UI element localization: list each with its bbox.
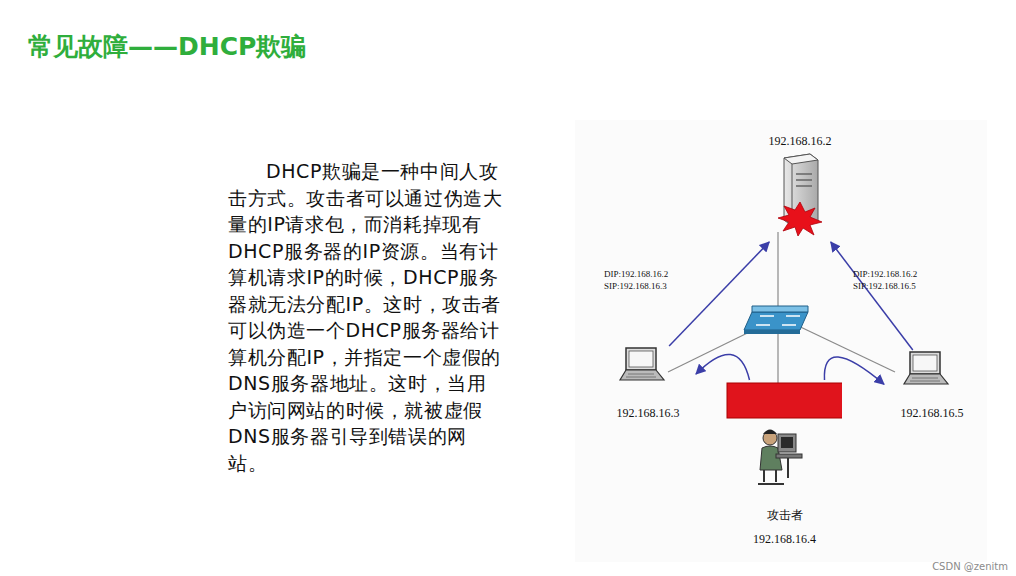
diagram-panel [575, 120, 987, 562]
switch-wires [668, 232, 895, 383]
role-label: 攻击者 [722, 507, 847, 524]
packet-arrow [669, 242, 769, 346]
packet-label: DIP:192.168.16.2 SIP:192.168.16.5 [853, 268, 935, 292]
server-node: 192.168.16.2 [745, 130, 855, 242]
ip-label: 192.168.16.3 [600, 406, 696, 421]
packet-arrow [696, 354, 750, 380]
slide-title: 常见故障——DHCP欺骗 [28, 30, 306, 63]
device-icon [722, 380, 847, 550]
attacker-node: 攻击者 192.168.16.4 [722, 380, 847, 550]
packet-arrow [831, 242, 913, 350]
body-text: DHCP欺骗是一种中间人攻击方式。攻击者可以通过伪造大量的IP请求包，而消耗掉现… [228, 158, 504, 476]
packet-label: DIP:192.168.16.2 SIP:192.168.16.3 [604, 268, 686, 292]
ip-label: 192.168.16.5 [884, 406, 980, 421]
client-laptop: 192.168.16.5 [884, 350, 980, 426]
ip-label: 192.168.16.4 [722, 532, 847, 547]
network-switch [744, 306, 808, 334]
packet-arrow [824, 357, 884, 384]
ip-label: 192.168.16.2 [745, 134, 855, 149]
client-laptop: 192.168.16.3 [600, 346, 696, 426]
watermark: CSDN @zenitm [932, 561, 1008, 572]
